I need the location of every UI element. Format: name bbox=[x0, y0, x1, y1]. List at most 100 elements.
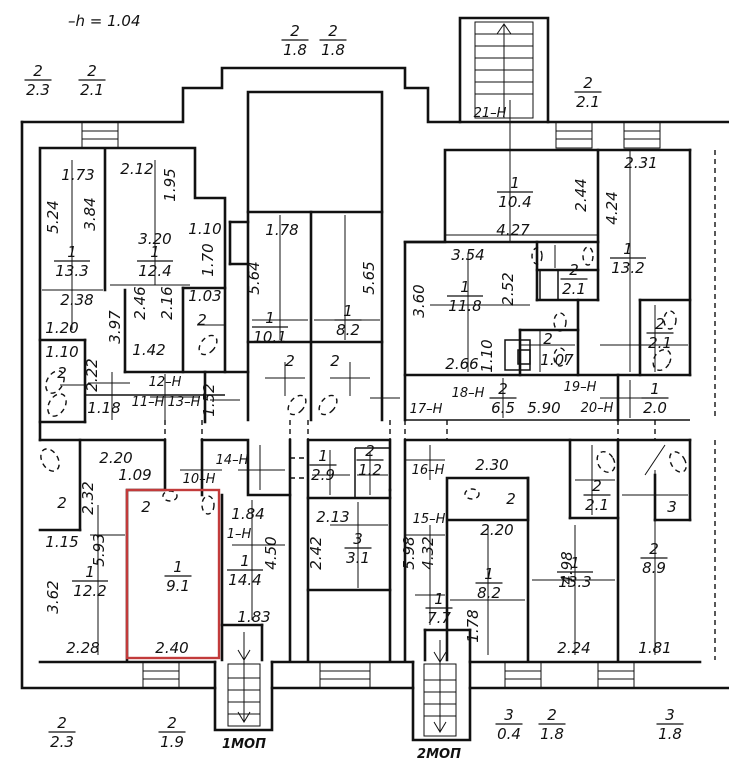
fraction-denominator: 13.3 bbox=[55, 262, 88, 280]
outer-wall-bottom bbox=[20, 120, 217, 690]
fraction-numerator: 1 bbox=[85, 563, 95, 581]
fraction-numerator: 2 bbox=[569, 261, 579, 279]
fraction-denominator: 1.8 bbox=[321, 41, 345, 59]
area-fraction: 110.1 bbox=[252, 309, 288, 346]
fraction-numerator: 3 bbox=[504, 706, 514, 724]
dimension-label: 5.65 bbox=[360, 261, 378, 294]
fraction-denominator: 2.1 bbox=[80, 81, 104, 99]
fraction-denominator: 6.5 bbox=[491, 399, 515, 417]
fraction-numerator: 3 bbox=[353, 530, 363, 548]
openings bbox=[164, 420, 656, 479]
dimension-label: 2.44 bbox=[572, 178, 590, 211]
room-type-label: 2 bbox=[330, 352, 340, 370]
stair-top bbox=[458, 16, 550, 124]
fraction-denominator: 2.0 bbox=[643, 399, 667, 417]
area-fraction: 30.4 bbox=[495, 706, 523, 743]
dimension-label: 5.93 bbox=[90, 533, 108, 566]
walls bbox=[20, 66, 729, 690]
dimension-label: 1.73 bbox=[61, 166, 94, 184]
dimension-label: 1.78 bbox=[265, 221, 298, 239]
stair-label: 2МОП bbox=[417, 747, 461, 762]
header-note: –h = 1.04 bbox=[68, 12, 141, 30]
shafts bbox=[504, 269, 559, 371]
dimension-label: 3.62 bbox=[44, 580, 62, 613]
room-code: 11–H bbox=[132, 395, 165, 410]
fraction-numerator: 2 bbox=[290, 22, 300, 40]
fraction-numerator: 2 bbox=[498, 380, 508, 398]
room-code: 14–H bbox=[216, 453, 249, 468]
dimension-label: 2.38 bbox=[60, 291, 93, 309]
dimension-label: 1.42 bbox=[132, 341, 165, 359]
fraction-denominator: 1.8 bbox=[283, 41, 307, 59]
fraction-numerator: 2 bbox=[583, 74, 593, 92]
fraction-denominator: 13.3 bbox=[558, 573, 591, 591]
fraction-numerator: 1 bbox=[150, 243, 160, 261]
area-fraction: 17.7 bbox=[425, 590, 453, 627]
room-type-labels: 2 2 2 2 2 2 2 2 3 bbox=[57, 311, 677, 516]
dimension-label: 4.27 bbox=[496, 221, 530, 239]
area-fraction: 33.1 bbox=[344, 530, 372, 567]
fraction-denominator: 1.9 bbox=[160, 733, 184, 751]
fraction-numerator: 1 bbox=[510, 174, 520, 192]
stair-1mop bbox=[213, 632, 274, 732]
dimension-label: 2.30 bbox=[475, 456, 508, 474]
fraction-numerator: 2 bbox=[328, 22, 338, 40]
fraction-numerator: 1 bbox=[460, 278, 470, 296]
room-type-label: 2 bbox=[57, 364, 67, 382]
area-fraction: 111.8 bbox=[447, 278, 483, 315]
room-type-label: 2 bbox=[197, 311, 207, 329]
area-fraction: 18.2 bbox=[334, 302, 362, 339]
fraction-numerator: 2 bbox=[649, 540, 659, 558]
fraction-denominator: 11.8 bbox=[448, 297, 481, 315]
fraction-numerator: 1 bbox=[343, 302, 353, 320]
dimension-label: 1.20 bbox=[45, 319, 78, 337]
dimension-label: 2.13 bbox=[316, 508, 349, 526]
dimension-label: 2.40 bbox=[155, 639, 188, 657]
dimension-label: 1.10 bbox=[188, 220, 221, 238]
room-type-label: 2 bbox=[141, 498, 151, 516]
highlighted-room bbox=[125, 488, 221, 660]
fraction-numerator: 1 bbox=[173, 558, 183, 576]
fraction-denominator: 1.8 bbox=[540, 725, 564, 743]
area-fraction: 18.2 bbox=[475, 565, 503, 602]
room-type-label: 2 bbox=[57, 494, 67, 512]
fraction-denominator: 2.1 bbox=[585, 496, 609, 514]
fraction-denominator: 10.1 bbox=[253, 328, 286, 346]
dimension-label: 3.20 bbox=[138, 230, 171, 248]
fraction-denominator: 10.4 bbox=[498, 193, 531, 211]
room-code: 1–H bbox=[227, 527, 252, 542]
dimension-label: 1.10 bbox=[45, 343, 78, 361]
dimension-label: 2.52 bbox=[499, 272, 517, 305]
dimension-label: 5.90 bbox=[527, 399, 560, 417]
area-fraction: 22.1 bbox=[583, 477, 611, 514]
room-code: 21–H bbox=[474, 106, 507, 121]
fraction-denominator: 2.1 bbox=[576, 93, 600, 111]
fraction-denominator: 1.2 bbox=[358, 461, 382, 479]
area-fraction: 22.1 bbox=[78, 62, 106, 99]
fraction-denominator: 2.3 bbox=[26, 81, 50, 99]
fraction-denominator: 8.2 bbox=[336, 321, 360, 339]
room-code: 10–H bbox=[183, 472, 216, 487]
room-code: 17–H bbox=[410, 402, 443, 417]
fraction-denominator: 9.1 bbox=[166, 577, 190, 595]
area-fraction: 113.2 bbox=[610, 240, 646, 277]
fraction-numerator: 1 bbox=[623, 240, 633, 258]
room-type-label: 3 bbox=[667, 498, 677, 516]
stair-label: 1МОП bbox=[222, 737, 266, 752]
fraction-denominator: 3.1 bbox=[346, 549, 370, 567]
dimension-label: 2.22 bbox=[83, 358, 101, 391]
room-type-label: 2 bbox=[506, 490, 516, 508]
fraction-numerator: 1 bbox=[650, 380, 660, 398]
dimension-label: 4.24 bbox=[603, 191, 621, 224]
fraction-numerator: 1 bbox=[67, 243, 77, 261]
fraction-numerator: 2 bbox=[365, 442, 375, 460]
dimension-label: 2.24 bbox=[557, 639, 590, 657]
dimension-label: 1.03 bbox=[188, 287, 221, 305]
stair-2mop bbox=[411, 640, 472, 742]
room-type-label: 2 bbox=[285, 352, 295, 370]
fraction-numerator: 2 bbox=[57, 714, 67, 732]
area-fraction: 113.3 bbox=[54, 243, 90, 280]
